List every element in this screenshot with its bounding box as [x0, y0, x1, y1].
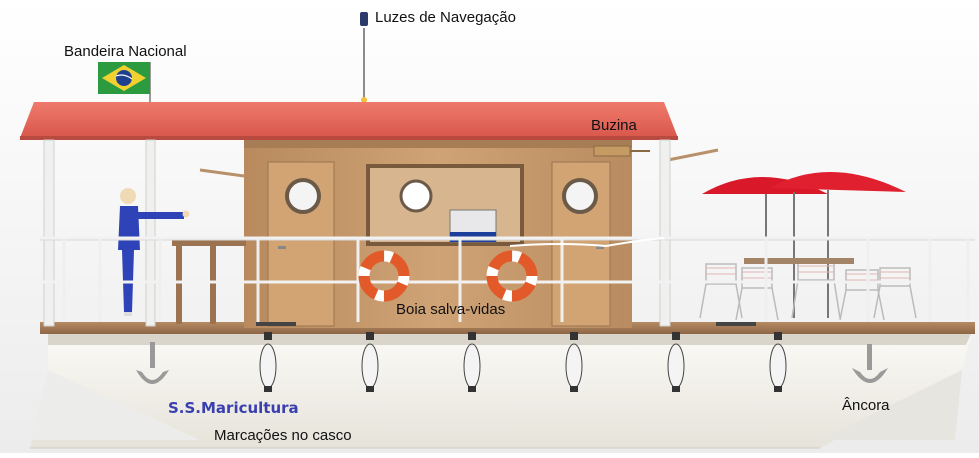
lifebuoy-icon	[358, 250, 538, 302]
anchor-icon	[136, 342, 888, 384]
brazil-flag-icon	[98, 62, 151, 102]
deck-mat	[256, 322, 296, 326]
umbrellas	[702, 171, 906, 318]
label-hull-markings: Marcações no casco	[214, 427, 352, 444]
label-nav-lights: Luzes de Navegação	[375, 9, 516, 26]
label-lifebuoy: Boia salva-vidas	[396, 301, 506, 318]
person-figure	[118, 188, 190, 316]
railing	[40, 236, 975, 284]
hull	[30, 332, 972, 449]
hull-name: S.S.Maricultura	[168, 399, 299, 417]
navigation-light-mast	[360, 12, 368, 103]
fenders	[259, 343, 787, 389]
label-horn: Buzina	[591, 117, 637, 134]
table	[172, 238, 246, 324]
deck-mat	[716, 322, 756, 326]
navigation-light-icon	[360, 12, 368, 26]
label-anchor: Âncora	[842, 397, 890, 414]
chair-stripes	[706, 265, 910, 281]
horn-icon	[593, 145, 650, 157]
label-flag: Bandeira Nacional	[64, 43, 187, 60]
roof	[20, 102, 719, 178]
posts	[43, 139, 671, 327]
cafe-table	[744, 258, 854, 264]
cabin	[244, 138, 632, 328]
